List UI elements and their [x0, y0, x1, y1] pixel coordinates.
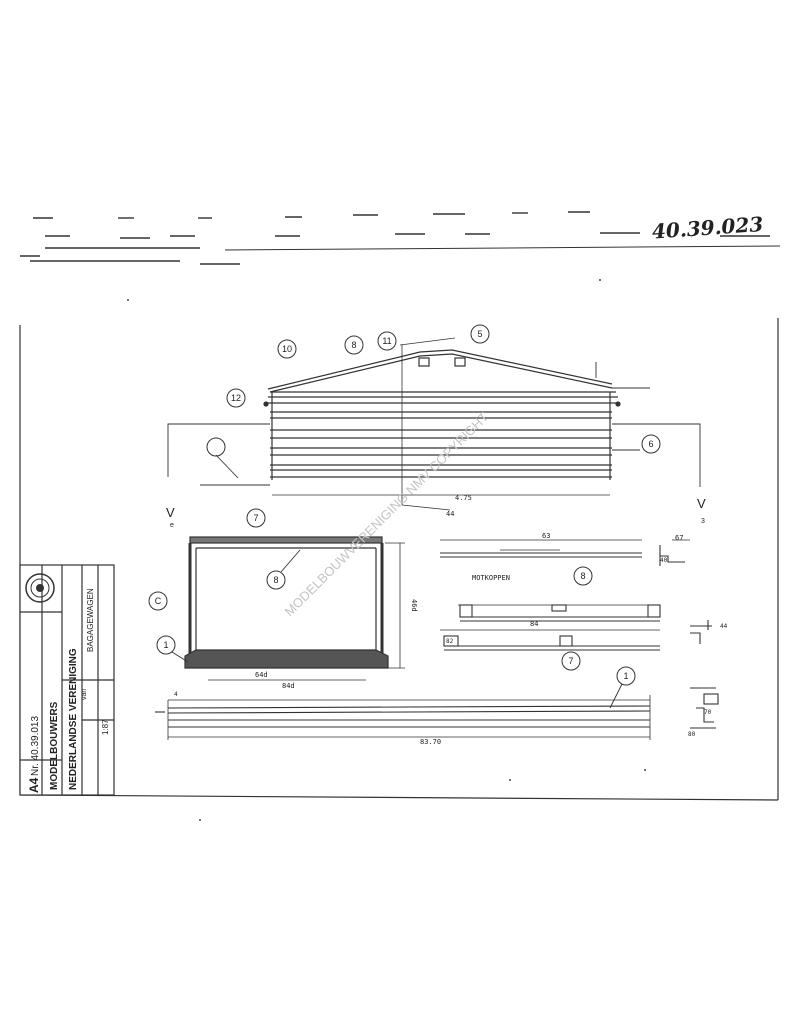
- title-block-text: NEDERLANDSE VERENIGING van MODELBOUWERS …: [27, 588, 110, 793]
- callout-7-right-circle: [561, 651, 581, 671]
- dim-bottom-left: 4: [174, 691, 178, 698]
- detail-bottom-beam: [155, 687, 719, 740]
- callout-7-right: 7: [568, 656, 573, 666]
- kopschot-label: MOTKOPPEN: [472, 574, 510, 582]
- detail-floor-rail: [440, 604, 712, 651]
- cross-section: [184, 536, 405, 681]
- callout-8-right: 8: [580, 571, 585, 581]
- callout-11: 11: [382, 336, 391, 346]
- callouts-cross: [148, 508, 286, 655]
- callout-labels-cross: 7 8 C 1: [155, 513, 279, 650]
- callout-1-bottom-circle: [616, 666, 636, 686]
- dim-small-left: 82: [446, 638, 454, 645]
- leader-1-bottom: [609, 683, 623, 709]
- callout-1-cross: 1: [163, 640, 168, 650]
- nvm-logo-seal: [25, 573, 55, 603]
- drawing-scale: 1:87: [101, 719, 110, 735]
- scan-specks: [127, 279, 646, 821]
- callout-8-right-circle: [573, 566, 593, 586]
- section-marker-left: V: [166, 505, 175, 520]
- title-block: [19, 564, 115, 796]
- callouts-side: [206, 324, 661, 457]
- drawing-number: Nr. 40.39.013: [30, 716, 41, 776]
- section-marker-right-sub: 3: [701, 518, 705, 525]
- dim-detail-a: 67: [675, 534, 683, 542]
- sheet-size: A4: [27, 777, 41, 793]
- leader-8: [280, 549, 301, 573]
- dim-detail-e: 70: [704, 709, 712, 716]
- dim-detail-f: 80: [688, 731, 696, 738]
- copyright-watermark: MODELBOUWVERENIGING NMV COPYRIGHT: [282, 409, 492, 619]
- detail-rail-top: [440, 539, 690, 566]
- side-view: [167, 337, 701, 511]
- callout-7-top: 7: [253, 513, 258, 523]
- callout-1-bottom: 1: [623, 671, 628, 681]
- callout-10: 10: [282, 344, 292, 354]
- section-marker-left-sub: e: [170, 522, 174, 529]
- dim-detail-c: 40: [660, 557, 668, 564]
- callout-6: 6: [648, 439, 653, 449]
- dim-top-arrow: 44: [446, 510, 454, 518]
- leader-1: [171, 651, 189, 663]
- dim-floor-rail: 84: [530, 620, 538, 628]
- dim-rail-top: 63: [542, 532, 550, 540]
- section-marker-right: V: [697, 496, 706, 511]
- dim-cross-inner: 64d: [255, 671, 268, 679]
- drawing-number-handwritten: 40.39.023: [651, 212, 764, 244]
- leader-callout-left: [215, 454, 239, 479]
- callout-8-top: 8: [351, 340, 356, 350]
- dim-detail-d: 44: [720, 623, 728, 630]
- org-name-line2: van: [81, 689, 88, 700]
- callout-12: 12: [231, 393, 241, 403]
- callout-C: C: [155, 596, 162, 606]
- callout-5: 5: [477, 329, 482, 339]
- header-line-fragments: [20, 211, 781, 265]
- dim-bottom-length: 83.70: [420, 738, 441, 746]
- callout-8-cross: 8: [273, 575, 278, 585]
- callout-labels-side: 10 8 11 5 12 6: [231, 329, 654, 449]
- dim-cross-height: 46d: [410, 599, 418, 612]
- org-name-line3: MODELBOUWERS: [49, 701, 60, 790]
- org-name-line1: NEDERLANDSE VERENIGING: [68, 648, 79, 790]
- dim-cross-width: 84d: [282, 682, 295, 690]
- dim-top-length: 4.75: [455, 494, 472, 502]
- drawing-subject: BAGAGEWAGEN: [86, 588, 95, 652]
